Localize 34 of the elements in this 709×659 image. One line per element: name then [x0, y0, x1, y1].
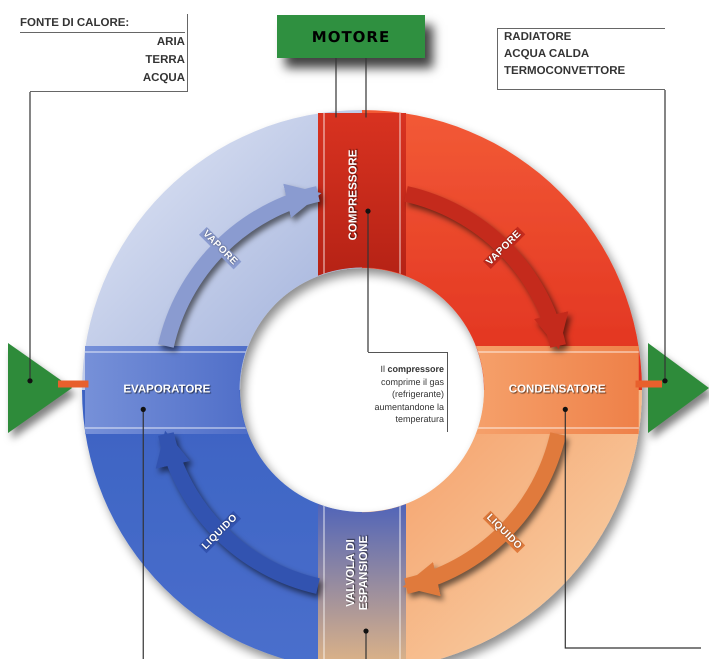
band-label: CONDENSATORE	[508, 384, 606, 396]
flow-arrow	[158, 186, 322, 348]
flow-arrow	[402, 432, 566, 594]
pipe	[636, 380, 662, 388]
triangle-arrow	[648, 343, 709, 433]
list-item: RADIATORE	[504, 30, 572, 45]
flow-arrow	[404, 186, 566, 350]
shaft-line	[335, 57, 367, 118]
list-item: ACQUA CALDA	[504, 47, 590, 62]
band-label: EVAPORATORE	[123, 384, 210, 396]
triangle-arrow	[8, 343, 72, 433]
flow-arrow	[158, 430, 320, 594]
ring-band	[318, 504, 406, 659]
box-label: MOTORE	[312, 28, 390, 46]
list-item: TERMOCONVETTORE	[504, 64, 626, 79]
list-item: ACQUA	[142, 71, 185, 86]
band-label: COMPRESSORE	[348, 149, 360, 240]
leader-line	[140, 406, 146, 659]
leader-line	[365, 208, 371, 352]
leader-line	[662, 90, 668, 384]
list-item: ARIA	[156, 35, 185, 50]
ring-band	[318, 113, 406, 276]
list-item: TERRA	[144, 53, 185, 68]
leader-line	[562, 406, 701, 649]
heading-text: FONTE DI CALORE:	[20, 14, 185, 33]
caption-frame	[368, 352, 448, 432]
leader-line	[27, 92, 33, 384]
leader-line	[363, 628, 369, 659]
caption-text: Il compressore comprime il gas (refrigerante) aumentandone la temperatura	[373, 363, 444, 426]
callout-frame	[497, 28, 665, 90]
ring-band	[85, 346, 248, 434]
band-label: VALVOLA DI ESPANSIONE	[345, 535, 371, 613]
ring-band	[476, 346, 638, 434]
motor-box	[277, 15, 425, 58]
